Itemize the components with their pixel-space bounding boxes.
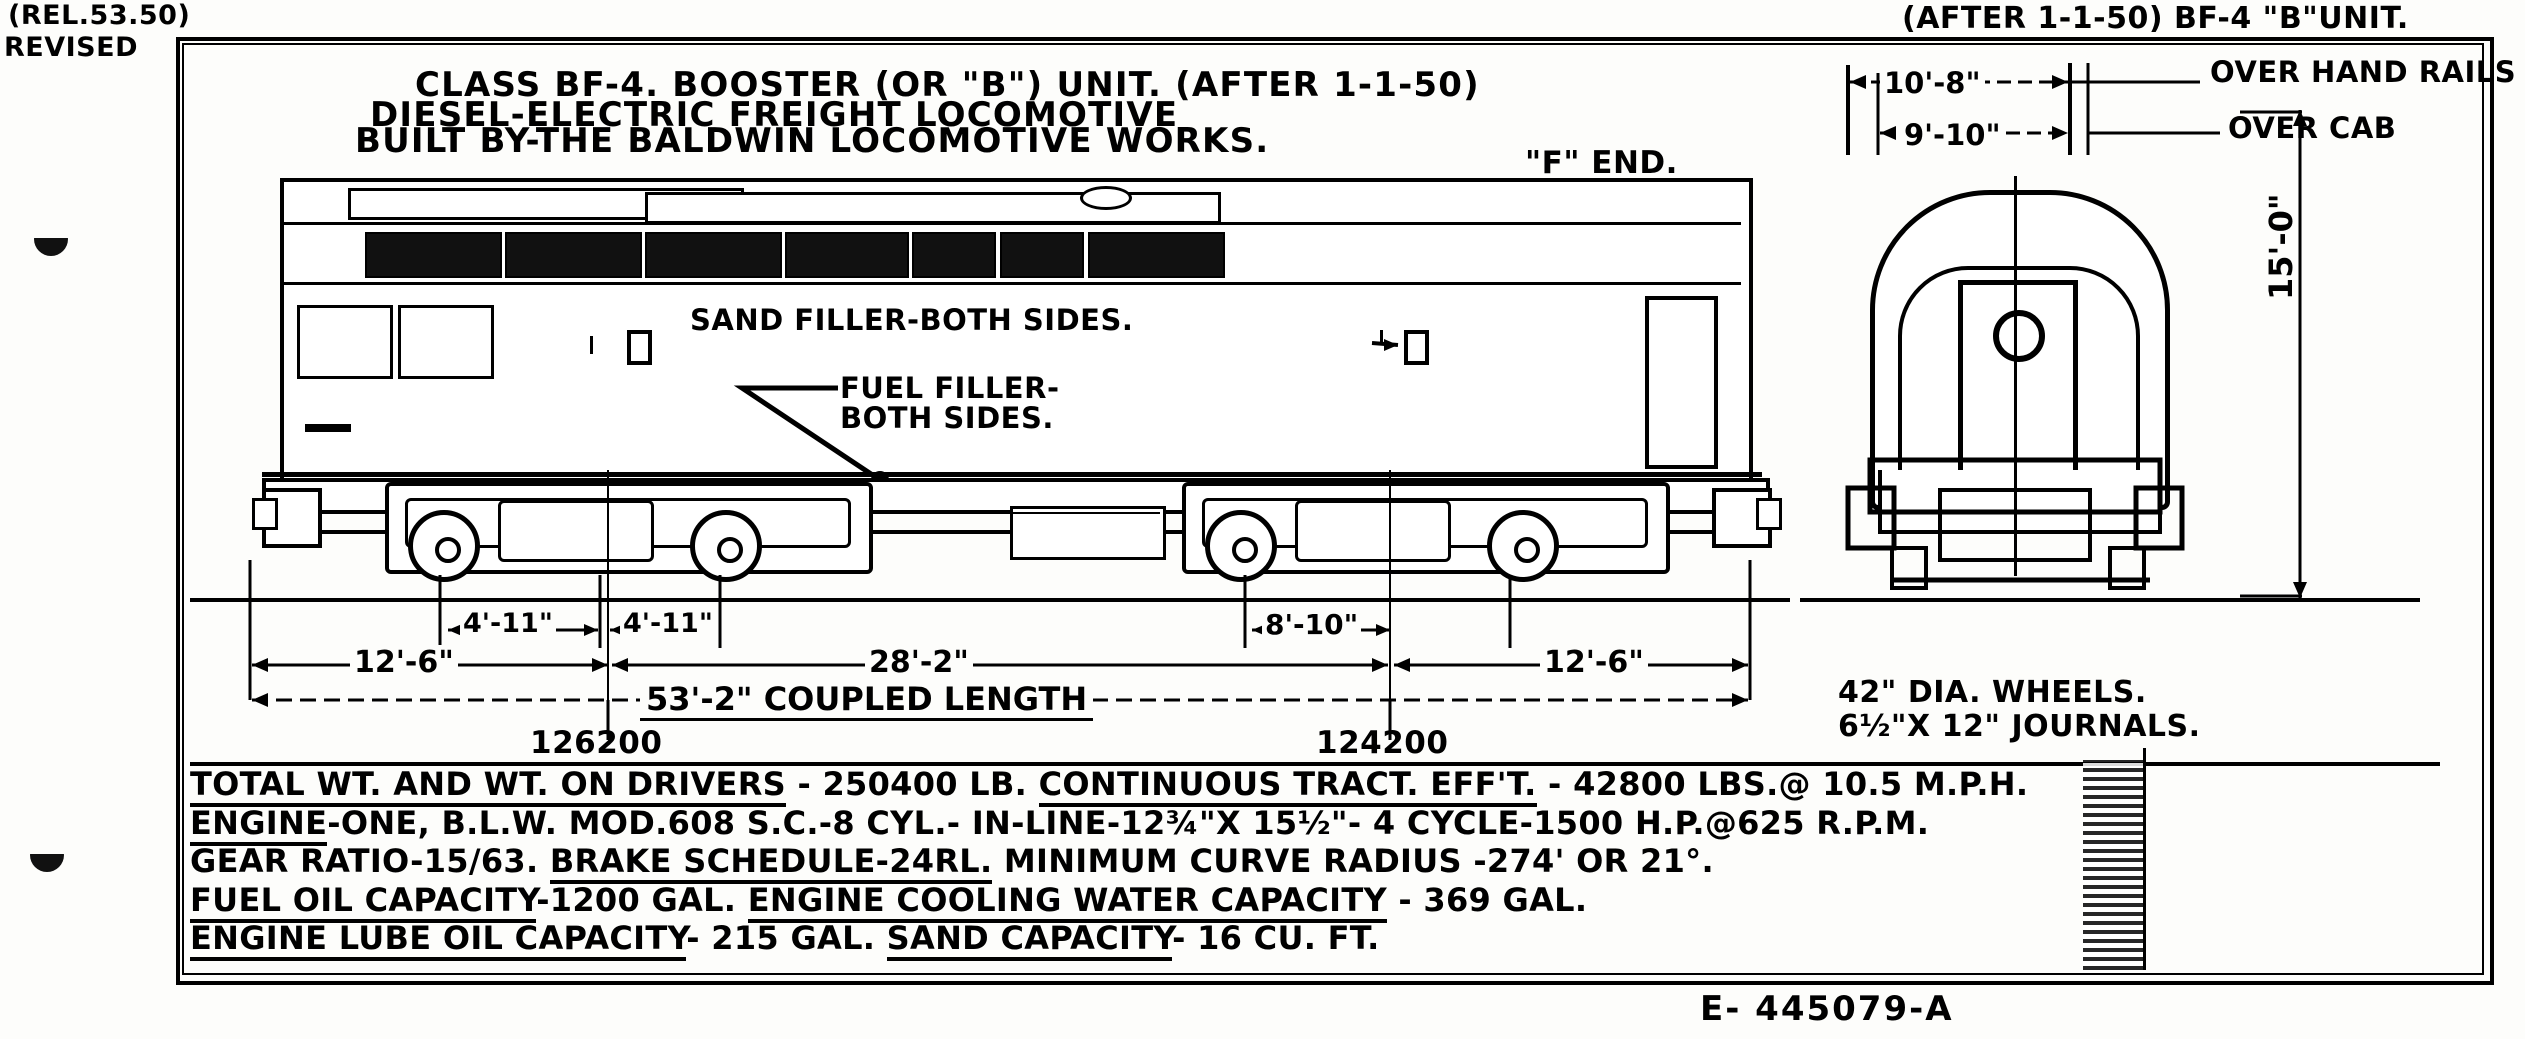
roof-vent-icon: [1080, 186, 1132, 210]
rail-line-endview: [1800, 598, 2420, 602]
spec-segment: -ONE, B.L.W. MOD.608 S.C.-8 CYL.- IN-LIN…: [327, 803, 1930, 842]
note-journals: 6½"X 12" JOURNALS.: [1838, 709, 2201, 744]
weight-front-truck: 126200: [530, 725, 663, 761]
coupler-rear-stem: [1756, 498, 1782, 530]
end-view: [1830, 170, 2260, 590]
weight-rear-truck: 124200: [1316, 725, 1449, 761]
side-louver: [912, 232, 996, 278]
spec-block-rule: [190, 762, 2440, 766]
spec-segment: FUEL OIL CAPACITY: [190, 880, 537, 923]
drawing-border-outer: [176, 37, 2494, 985]
spec-segment: BRAKE SCHEDULE-24RL.: [549, 842, 993, 885]
spec-segment: - 42800 LBS.@ 10.5 M.P.H.: [1536, 765, 2029, 803]
spec-line: ENGINE LUBE OIL CAPACITY- 215 GAL. SAND …: [190, 919, 2480, 962]
dim-overall-height: 15'-0": [2262, 193, 2300, 300]
spec-segment: - 369 GAL.: [1386, 880, 1588, 919]
spec-segment: ENGINE COOLING WATER CAPACITY: [747, 880, 1387, 923]
punch-hole-cut: [29, 838, 65, 854]
top-right-unit-note: (AFTER 1-1-50) BF-4 "B"UNIT.: [1902, 1, 2409, 36]
spec-segment: SAND CAPACITY: [886, 919, 1173, 962]
spec-segment: MINIMUM CURVE RADIUS -274' OR 21°.: [992, 842, 1714, 881]
coupler-front-stem: [252, 498, 278, 530]
title-line-3: BUILT BY-THE BALDWIN LOCOMOTIVE WORKS.: [355, 121, 1270, 161]
side-panel: [297, 305, 393, 379]
side-louver: [1000, 232, 1084, 278]
fuel-filler-label-2: BOTH SIDES.: [840, 401, 1054, 435]
spec-segment: CONTINUOUS TRACT. EFF'T.: [1038, 765, 1537, 807]
side-louver: [785, 232, 909, 278]
end-view-running-gear: [1845, 457, 2185, 590]
roof-hatch-panel: [645, 192, 1221, 224]
wheel: [408, 510, 480, 582]
dim-wheelbase-front-1: 4'-11": [460, 608, 556, 639]
dim-over-cab: 9'-10": [1900, 118, 2005, 152]
underframe-fuel-tank: [1010, 506, 1166, 560]
dim-over-handrails: 10'-8": [1880, 66, 1985, 100]
side-louver: [645, 232, 782, 278]
end-view-height-dimension: [2240, 110, 2307, 598]
punch-hole-cut: [33, 222, 69, 238]
dim-rear-overhang: 12'-6": [1540, 645, 1648, 680]
f-end-label: "F" END.: [1525, 145, 1678, 181]
spec-line: TOTAL WT. AND WT. ON DRIVERS - 250400 LB…: [190, 765, 2480, 807]
scan-artifact-edge: [2143, 748, 2174, 970]
wheel: [1205, 510, 1277, 582]
fuel-filler-label-1: FUEL FILLER-: [840, 371, 1060, 405]
spec-segment: - 215 GAL.: [686, 919, 887, 958]
drawing-border-inner: [182, 43, 2484, 975]
rail-line: [190, 598, 1790, 602]
spec-segment: -1200 GAL.: [536, 880, 748, 919]
side-louver: [365, 232, 502, 278]
title-line-1: CLASS BF-4. BOOSTER (OR "B") UNIT. (AFTE…: [415, 65, 1480, 105]
underframe-tank-divider: [1010, 512, 1160, 514]
spec-line: GEAR RATIO-15/63. BRAKE SCHEDULE-24RL. M…: [190, 842, 2480, 885]
filler-tick: [1380, 330, 1383, 344]
spec-segment: ENGINE: [190, 803, 328, 846]
scan-artifact: [2083, 760, 2143, 970]
end-view-skirt: [1878, 470, 2162, 534]
note-wheel-diameter: 42" DIA. WHEELS.: [1838, 675, 2147, 710]
sand-filler-label: SAND FILLER-BOTH SIDES.: [690, 303, 1134, 337]
underframe-top-rail: [262, 472, 1762, 477]
spec-segment: TOTAL WT. AND WT. ON DRIVERS: [190, 765, 786, 807]
dim-coupled-length: 53'-2" COUPLED LENGTH: [640, 680, 1094, 721]
dim-wheelbase-front-2: 4'-11": [620, 608, 716, 639]
drawing-number: E- 445079-A: [1700, 989, 1954, 1029]
revised-note: REVISED: [4, 32, 138, 63]
specification-block: TOTAL WT. AND WT. ON DRIVERS - 250400 LB…: [190, 765, 2480, 962]
end-view-porthole-icon: [1993, 310, 2045, 362]
truck-bolster: [498, 500, 654, 562]
spec-line: FUEL OIL CAPACITY-1200 GAL. ENGINE COOLI…: [190, 880, 2480, 923]
rear-end-panel: [1645, 296, 1718, 469]
release-note: (REL.53.50): [8, 0, 191, 31]
end-view-centerline: [2014, 176, 2017, 576]
filler-tick: [590, 336, 593, 354]
side-panel: [398, 305, 494, 379]
belt-rail-line: [284, 282, 1741, 285]
label-over-handrails: OVER HAND RAILS: [2210, 55, 2517, 89]
spec-segment: ENGINE LUBE OIL CAPACITY: [190, 919, 687, 962]
label-over-cab: OVER CAB: [2228, 111, 2397, 145]
sand-filler-box-left: [627, 330, 652, 365]
sand-filler-box-right: [1404, 330, 1429, 365]
dim-rear-wheelbase: 8'-10": [1262, 608, 1362, 641]
truck-bolster: [1295, 500, 1451, 562]
title-line-2: DIESEL-ELECTRIC FREIGHT LOCOMOTIVE: [370, 95, 1179, 135]
wheel: [690, 510, 762, 582]
spec-segment: - 250400 LB.: [786, 765, 1039, 803]
spec-segment: GEAR RATIO-15/63.: [190, 842, 550, 881]
spec-segment: - 16 CU. FT.: [1172, 919, 1380, 958]
side-marker-line: [305, 424, 351, 432]
wheel: [1487, 510, 1559, 582]
spec-line: ENGINE-ONE, B.L.W. MOD.608 S.C.-8 CYL.- …: [190, 803, 2480, 846]
dim-front-overhang: 12'-6": [350, 645, 458, 680]
side-louver: [505, 232, 642, 278]
side-louver: [1088, 232, 1225, 278]
dim-truck-centers: 28'-2": [865, 645, 973, 680]
